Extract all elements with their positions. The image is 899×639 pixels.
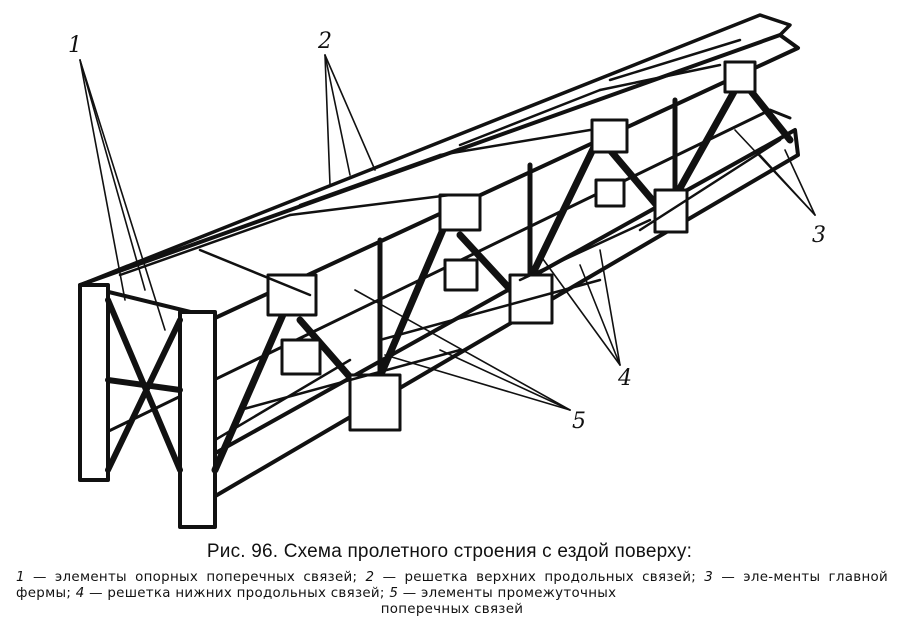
legend-text: — элементы промежуточных <box>398 586 617 601</box>
legend-item-1: 1 — элементы опорных поперечных связей; <box>16 570 366 585</box>
gusset-plates <box>266 60 757 432</box>
figure-caption-legend: 1 — элементы опорных поперечных связей; … <box>16 570 888 618</box>
end-cross-bracing <box>105 297 183 473</box>
callout-2: 2 <box>317 29 332 54</box>
intermediate-cross-frames <box>280 178 626 376</box>
truss-span-diagram: 1 2 3 4 5 <box>68 13 826 529</box>
top-lateral-bracing <box>118 38 742 297</box>
legend-item-2: 2 — решетка верхних продольных связей; <box>366 570 705 585</box>
figure-caption-title: Рис. 96. Схема пролетного строения с езд… <box>206 541 693 562</box>
legend-num: 3 <box>704 570 714 585</box>
callout-3: 3 <box>812 223 826 248</box>
legend-item-5: 5 — элементы промежуточных <box>389 586 616 601</box>
legend-num: 2 <box>365 570 375 585</box>
legend-num: 5 <box>389 586 399 601</box>
legend-tail: поперечных связей <box>380 602 524 617</box>
end-post-far <box>78 283 110 482</box>
legend-item-4: 4 — решетка нижних продольных связей; <box>76 586 390 601</box>
legend-text: — решетка верхних продольных связей; <box>374 570 705 585</box>
legend-num: 1 <box>16 570 25 585</box>
legend-text: — эле-менты главной фермы; <box>16 570 888 601</box>
legend-text: — решетка нижних продольных связей; <box>84 586 390 601</box>
top-chord-far <box>78 13 792 287</box>
bottom-lateral-bracing <box>213 138 782 442</box>
legend-num: 4 <box>75 586 85 601</box>
callout-5: 5 <box>572 409 586 434</box>
legend-item-3: 3 — эле-менты главной фермы; <box>16 570 888 601</box>
legend-text: — элементы опорных поперечных связей; <box>24 570 366 585</box>
callout-1: 1 <box>68 33 82 58</box>
callout-4: 4 <box>617 366 632 391</box>
callout-leaders <box>79 54 816 411</box>
top-chord-near <box>78 33 800 320</box>
end-post-near <box>178 310 217 529</box>
